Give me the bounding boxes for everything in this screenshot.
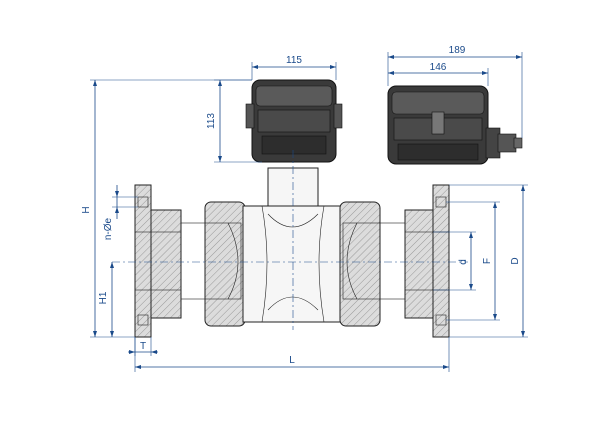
- actuator-front: [245, 79, 343, 163]
- left-flange: [134, 184, 182, 338]
- dim-label-d: d: [458, 259, 469, 265]
- dim-label-f: F: [482, 258, 493, 264]
- left-union-nut: [180, 201, 246, 327]
- dim-centre-height: H1: [98, 262, 114, 337]
- dim-label-d-upper: D: [510, 257, 521, 264]
- front-view: [112, 79, 468, 338]
- dim-label-h: H: [81, 206, 92, 213]
- dim-side-body-width: 146: [388, 62, 489, 86]
- side-view: [387, 85, 523, 165]
- dim-flange-diameter: D: [449, 184, 528, 338]
- dim-bore: d: [433, 231, 476, 291]
- dim-overall-height: H: [81, 79, 252, 338]
- dim-label-115: 115: [286, 55, 302, 66]
- dim-label-113: 113: [206, 113, 217, 129]
- dim-label-n-oe: n-Øe: [103, 217, 114, 240]
- dim-label-l: L: [289, 355, 295, 366]
- dim-side-total-width: 189: [387, 45, 523, 138]
- dim-actuator-width: 115: [251, 55, 337, 80]
- dim-flange-thickness: T: [128, 337, 158, 356]
- right-union-nut: [339, 201, 406, 327]
- dim-overall-length: L: [134, 337, 450, 372]
- dim-bolt-holes: n-Øe: [103, 185, 138, 240]
- right-flange: [404, 184, 450, 338]
- dim-pitch-circle: F: [446, 201, 500, 321]
- dim-label-189: 189: [449, 45, 466, 56]
- dim-label-146: 146: [430, 62, 447, 73]
- dim-label-t: T: [140, 341, 146, 352]
- dim-label-h1: H1: [98, 291, 109, 304]
